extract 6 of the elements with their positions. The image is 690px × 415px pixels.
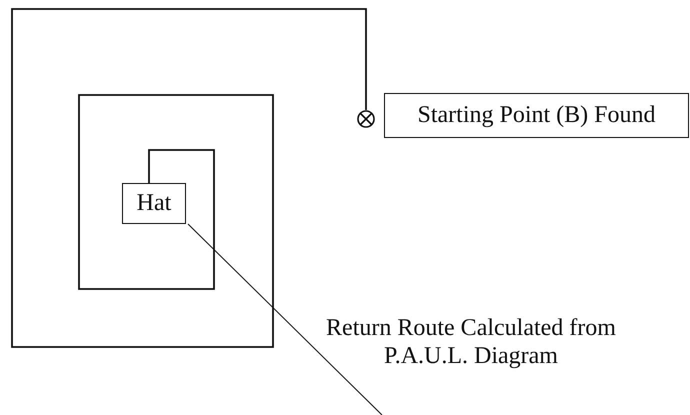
- route-line: [11, 8, 367, 348]
- text-box: Hat: [122, 183, 186, 224]
- return-route-line: [188, 224, 382, 415]
- note-text: Return Route Calculated from P.A.U.L. Diagram: [325, 314, 617, 370]
- crossed-circle-marker: [357, 110, 375, 128]
- text-box: Starting Point (B) Found: [384, 93, 689, 138]
